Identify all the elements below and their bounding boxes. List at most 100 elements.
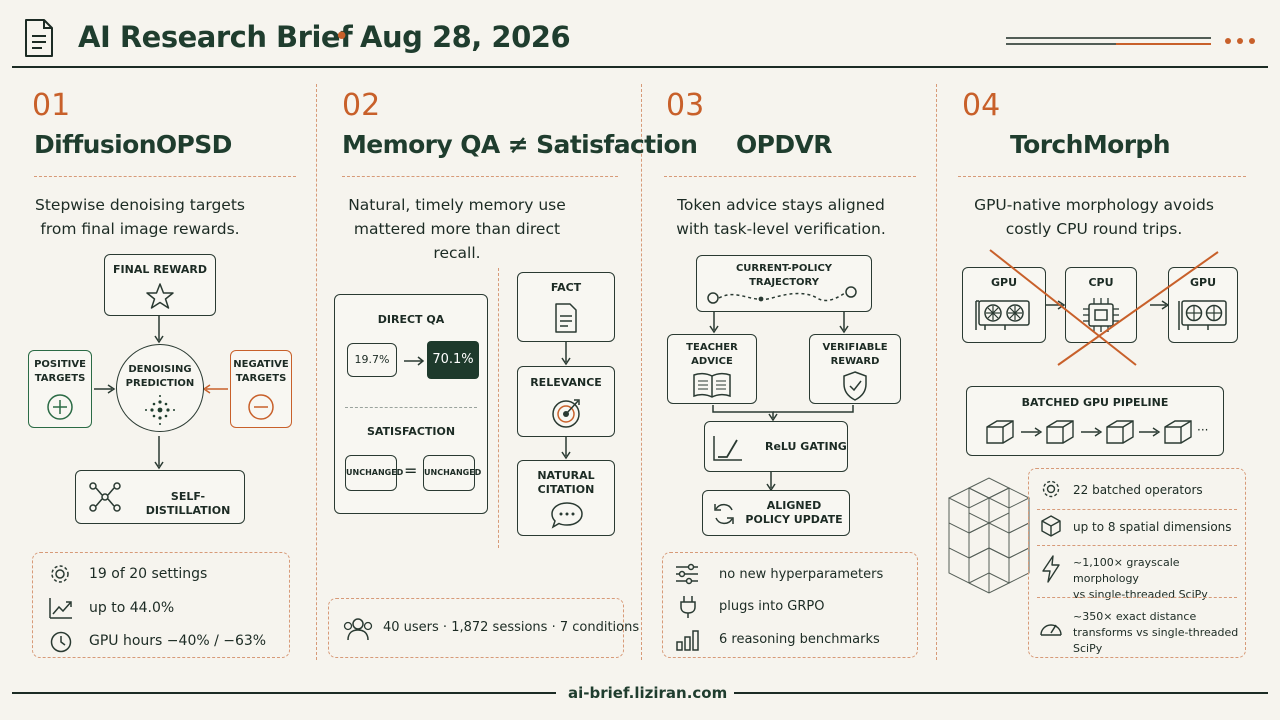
star-icon xyxy=(146,283,174,309)
equals-sign: = xyxy=(404,461,418,480)
section-number: 04 xyxy=(962,88,1001,123)
satisfaction-left: UNCHANGED xyxy=(345,455,403,491)
title-divider xyxy=(958,176,1246,177)
cube-pipeline-icon xyxy=(986,420,1192,444)
minus-circle-icon xyxy=(248,394,274,420)
stats-panel: 22 batched operators up to 8 spatial dim… xyxy=(1028,468,1246,658)
sliders-icon xyxy=(676,563,698,585)
section-number: 02 xyxy=(342,88,381,123)
column-separator xyxy=(641,84,642,660)
pipeline-ellipsis: ··· xyxy=(1197,423,1209,437)
more-dots-icon xyxy=(1224,36,1260,46)
column-separator xyxy=(316,84,317,660)
stat-benchmarks: 6 reasoning benchmarks xyxy=(719,632,880,647)
section-title: DiffusionOPSD xyxy=(34,130,232,159)
document-icon xyxy=(555,303,577,333)
title-divider xyxy=(34,176,296,177)
stat-operators: 22 batched operators xyxy=(1073,483,1203,497)
stats-panel: 19 of 20 settings up to 44.0% GPU hours … xyxy=(32,552,290,658)
cpu-box: CPU xyxy=(1065,267,1137,343)
shield-check-icon xyxy=(843,371,867,401)
refresh-icon xyxy=(714,503,734,525)
stat-divider xyxy=(1037,509,1237,510)
footer-rule-right xyxy=(734,692,1268,694)
self-distillation-box: SELF-DISTILLATION xyxy=(75,470,245,524)
column-separator xyxy=(936,84,937,660)
diffusion-connectors xyxy=(154,316,164,344)
gear-icon xyxy=(1042,480,1060,498)
stat-divider xyxy=(1037,545,1237,546)
title-divider xyxy=(664,176,916,177)
chat-bubble-icon xyxy=(551,502,583,529)
cube-icon xyxy=(1041,515,1061,537)
trajectory-path-icon xyxy=(707,286,857,304)
fact-box: FACT xyxy=(517,272,615,342)
satisfaction-right: UNCHANGED xyxy=(423,455,481,491)
plus-circle-icon xyxy=(47,394,73,420)
stat-improvement: up to 44.0% xyxy=(89,600,175,616)
gpu-left-box: GPU xyxy=(962,267,1046,343)
relevance-box: RELEVANCE xyxy=(517,366,615,437)
arrow-right-icon xyxy=(404,356,425,366)
qa-before-value: 19.7% xyxy=(347,343,397,377)
gpu-card-icon xyxy=(975,300,1030,330)
footer-rule-left xyxy=(12,692,556,694)
comparison-panel: DIRECT QA 19.7% 70.1% SATISFACTION UNCHA… xyxy=(334,294,488,514)
network-icon xyxy=(89,482,121,512)
section-number: 03 xyxy=(666,88,705,123)
plug-icon xyxy=(680,596,696,618)
clock-icon xyxy=(50,631,72,653)
page-title: AI Research Brief xyxy=(78,20,353,54)
title-separator: • xyxy=(334,22,350,52)
batched-pipeline-box: BATCHED GPU PIPELINE ··· xyxy=(966,386,1224,456)
stat-gpu-hours: GPU hours −40% / −63% xyxy=(89,633,267,649)
gpu-right-box: GPU xyxy=(1168,267,1238,343)
stat-dimensions: up to 8 spatial dimensions xyxy=(1073,520,1232,534)
stats-panel: 40 users · 1,872 sessions · 7 conditions xyxy=(328,598,639,658)
section-title: TorchMorph xyxy=(1010,130,1171,159)
cube-stack-illustration xyxy=(947,477,1031,594)
lightning-icon xyxy=(1042,555,1060,583)
panel-divider xyxy=(345,407,477,408)
relu-curve-icon xyxy=(713,436,742,461)
relu-gating-box: ReLU GATING xyxy=(704,421,848,472)
book-icon xyxy=(693,372,731,398)
stats-panel: no new hyperparameters plugs into GRPO 6… xyxy=(662,552,918,658)
stat-divider xyxy=(1037,597,1237,598)
trend-up-icon xyxy=(49,598,72,619)
stat-settings: 19 of 20 settings xyxy=(89,566,208,582)
gpu-card-icon xyxy=(1178,300,1227,330)
memory-flow-arrows xyxy=(561,342,571,460)
opdvr-connectors xyxy=(709,312,854,492)
document-icon xyxy=(22,18,56,58)
final-reward-box: FINAL REWARD xyxy=(104,254,216,316)
stat-study-size: 40 users · 1,872 sessions · 7 conditions xyxy=(383,620,640,635)
diffusion-connectors-2 xyxy=(94,384,228,470)
particles-icon xyxy=(145,395,175,425)
bar-chart-icon xyxy=(676,630,699,651)
title-divider xyxy=(342,176,618,177)
qa-after-value: 70.1% xyxy=(427,341,479,379)
stat-grpo: plugs into GRPO xyxy=(719,599,825,614)
users-icon xyxy=(343,618,373,641)
cpu-chip-icon xyxy=(1083,298,1119,332)
section-title: Memory QA ≠ Satisfaction xyxy=(342,130,698,159)
footer-url[interactable]: ai-brief.liziran.com xyxy=(568,684,728,702)
gear-icon xyxy=(51,565,69,583)
speedometer-icon xyxy=(1040,624,1062,636)
section-number: 01 xyxy=(32,88,71,123)
